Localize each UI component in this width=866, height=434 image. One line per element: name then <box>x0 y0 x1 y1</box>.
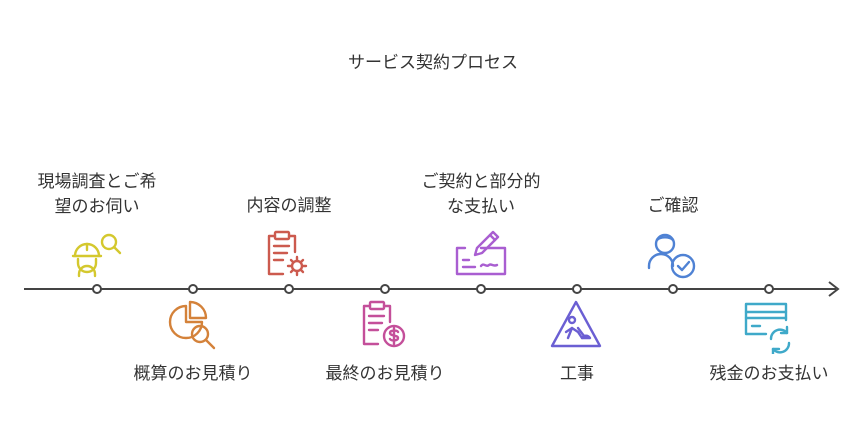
timeline-node-7 <box>668 284 678 294</box>
clipboard-dollar-icon <box>362 300 406 348</box>
timeline-arrowhead <box>828 281 840 297</box>
timeline-node-1 <box>92 284 102 294</box>
timeline-node-2 <box>188 284 198 294</box>
step-6-label: 工事 <box>560 364 594 384</box>
diagram-title: サービス契約プロセス <box>348 53 518 73</box>
step-4-label: 最終のお見積り <box>325 364 445 384</box>
estimate-chart-icon <box>168 300 216 350</box>
timeline-node-8 <box>764 284 774 294</box>
step-7-label: ご確認 <box>647 196 699 216</box>
timeline-node-5 <box>476 284 486 294</box>
card-refresh-icon <box>744 302 791 354</box>
user-check-icon <box>647 233 696 279</box>
step-2-label: 概算のお見積り <box>133 364 253 384</box>
construction-sign-icon <box>550 300 602 348</box>
step-8-label: 残金のお支払い <box>709 364 829 384</box>
clipboard-gear-icon <box>267 230 308 277</box>
step-5-label: ご契約と部分的 な支払い <box>421 172 541 217</box>
timeline-node-6 <box>572 284 582 294</box>
timeline-node-3 <box>284 284 294 294</box>
site-survey-icon <box>71 233 122 278</box>
contract-sign-icon <box>455 230 507 276</box>
step-1-label: 現場調査とご希 望のお伺い <box>37 172 157 217</box>
timeline-node-4 <box>380 284 390 294</box>
step-3-label: 内容の調整 <box>246 196 332 216</box>
